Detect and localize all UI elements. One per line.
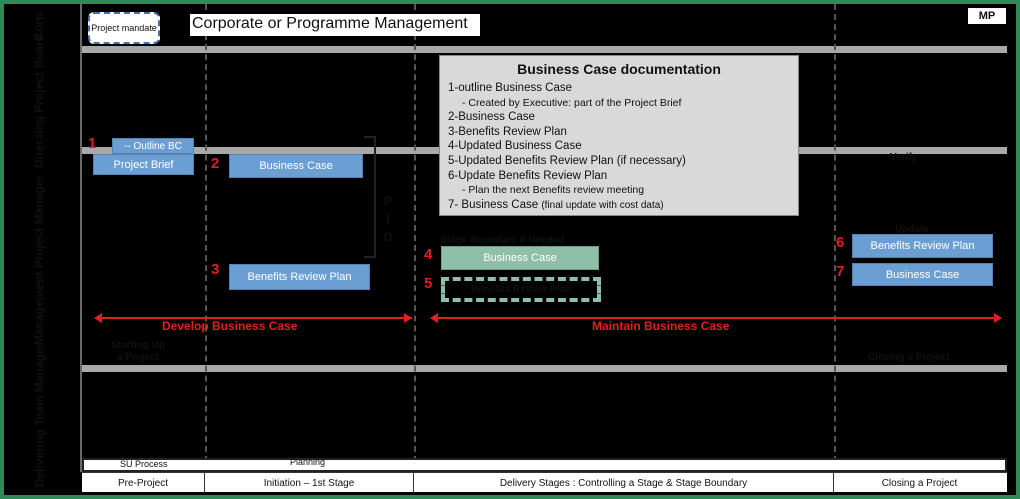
step-number-2: 2 — [211, 155, 220, 172]
benefits-review-plan-box-delivery: Benefits Review Plan — [441, 277, 601, 302]
pid-bracket — [364, 136, 376, 258]
business-case-documentation-panel: Business Case documentation 1-outline Bu… — [439, 55, 799, 216]
logo: MP — [968, 8, 1006, 24]
stage-boundary-caption: Stage Boundary if Needed — [440, 235, 565, 246]
left-guide-line — [80, 4, 82, 472]
develop-arrow-left-head — [94, 313, 102, 323]
maintain-arrow — [432, 317, 1000, 319]
band-label-directing: Directing Project Board — [32, 33, 46, 169]
starting-up-label: Starting Up a Project — [111, 340, 165, 363]
benefits-review-plan-box-initiation: Benefits Review Plan — [229, 264, 370, 290]
phase-divider-1 — [205, 4, 207, 472]
doc-line-5: 5-Updated Benefits Review Plan (if neces… — [448, 154, 686, 167]
separator-corporate — [82, 46, 1007, 53]
step-number-6: 6 — [836, 234, 845, 251]
pid-label: P I D — [383, 194, 393, 244]
update-caption: Update — [895, 224, 929, 235]
corporate-title: Corporate or Programme Management — [190, 14, 480, 36]
project-brief-box: Project Brief — [93, 154, 194, 175]
maintain-business-case-label: Maintain Business Case — [592, 319, 730, 333]
phase-divider-2 — [414, 4, 416, 472]
doc-line-6-sub: - Plan the next Benefits review meeting — [462, 184, 645, 197]
develop-arrow — [96, 317, 412, 319]
su-process-label: SU Process — [120, 459, 168, 469]
business-case-box-initiation: Business Case — [229, 154, 363, 178]
business-case-box-delivery: Business Case — [441, 246, 599, 270]
phase-row: Pre-Project Initiation – 1st Stage Deliv… — [82, 472, 1007, 493]
verify-label: Verify — [890, 152, 918, 163]
doc-line-2: 2-Business Case — [448, 111, 535, 124]
step-number-3: 3 — [211, 261, 220, 278]
phase-pre-project: Pre-Project — [82, 473, 205, 493]
maintain-arrow-right-head — [994, 313, 1002, 323]
doc-line-1-sub: - Created by Executive: part of the Proj… — [462, 96, 682, 109]
closing-project-label: Closing a Project — [868, 352, 950, 363]
benefits-review-plan-box-closing: Benefits Review Plan — [852, 234, 993, 258]
band-label-managing: Management Project Manager — [32, 174, 47, 346]
develop-business-case-label: Develop Business Case — [162, 319, 298, 333]
step-number-4: 4 — [424, 246, 433, 263]
process-bar — [82, 458, 1007, 472]
business-case-box-closing: Business Case — [852, 263, 993, 286]
doc-line-4: 4-Updated Business Case — [448, 140, 582, 153]
phase-initiation: Initiation – 1st Stage — [205, 473, 414, 493]
doc-title: Business Case documentation — [517, 61, 721, 77]
phase-divider-3 — [834, 4, 836, 472]
doc-line-3: 3-Benefits Review Plan — [448, 125, 567, 138]
doc-line-1: 1-outline Business Case — [448, 82, 573, 94]
separator-managing — [82, 365, 1007, 372]
step-number-7: 7 — [836, 263, 845, 280]
outline-bc-box: -- Outline BC — [112, 138, 194, 154]
step-number-5: 5 — [424, 275, 433, 292]
project-mandate-box: Project mandate — [88, 12, 160, 44]
phase-delivery: Delivery Stages : Controlling a Stage & … — [414, 473, 834, 493]
develop-arrow-right-head — [404, 313, 412, 323]
band-label-delivering: Delivering Team Manager — [32, 342, 46, 487]
doc-line-7: 7- Business Case (final update with cost… — [448, 198, 664, 211]
logo-text: MP — [978, 10, 996, 22]
step-number-1: 1 — [88, 135, 97, 152]
maintain-arrow-left-head — [430, 313, 438, 323]
doc-line-6: 6-Update Benefits Review Plan — [448, 169, 608, 182]
planning-label: Planning — [290, 457, 326, 467]
phase-closing: Closing a Project — [881, 477, 958, 489]
